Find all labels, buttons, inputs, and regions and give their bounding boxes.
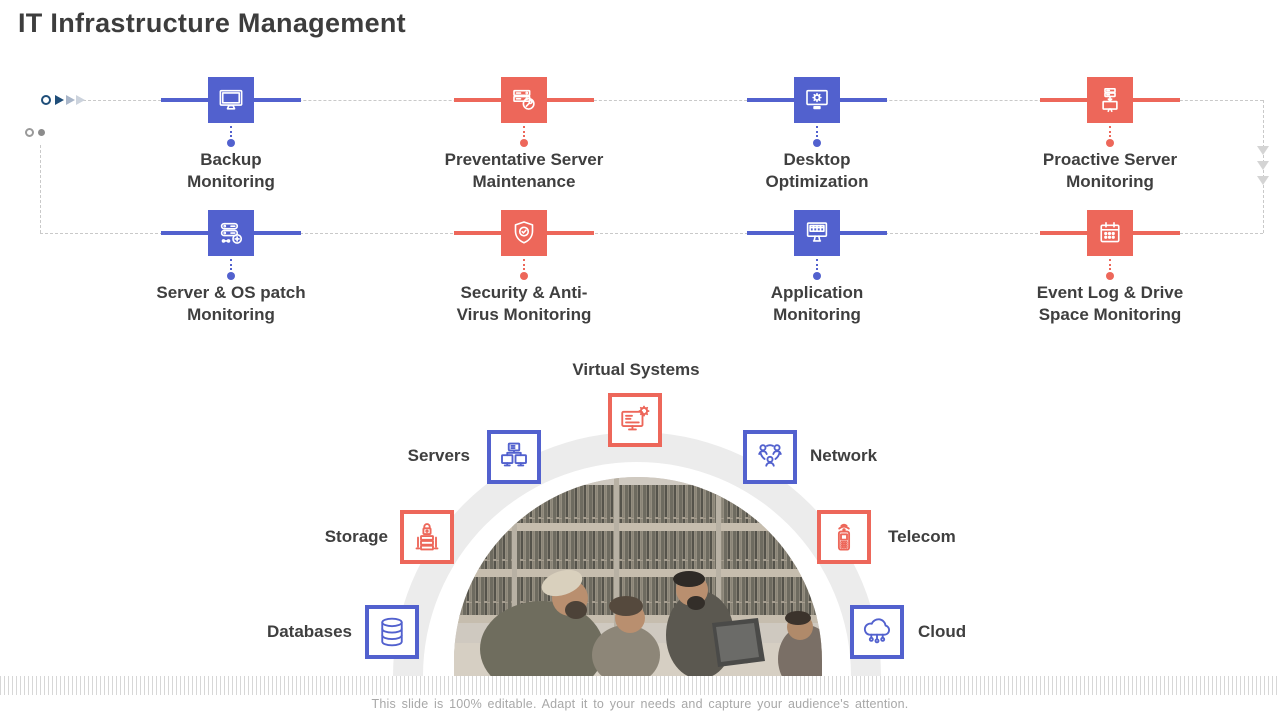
label-virtual-systems: Virtual Systems [572, 360, 700, 379]
server-download-icon [1087, 77, 1133, 123]
label-telecom: Telecom [888, 527, 956, 546]
label-line: Optimization [765, 172, 869, 192]
calendar-log-icon [1087, 210, 1133, 256]
down-arrow-icon [1257, 176, 1269, 185]
network-people-icon [743, 430, 797, 484]
down-arrow-icon [1257, 161, 1269, 170]
flow-arrow-icon [66, 95, 75, 105]
stem-dot [813, 272, 821, 280]
footer-note: This slide is 100% editable. Adapt it to… [371, 697, 909, 711]
monitor-gear-icon [794, 77, 840, 123]
label-line: Event Log & Drive [1036, 283, 1184, 302]
servers-icon [487, 430, 541, 484]
arc-ring [393, 432, 881, 676]
label-network: Network [810, 446, 878, 465]
stem-connector [816, 126, 818, 137]
database-icon [365, 605, 419, 659]
server-wrench-icon [501, 77, 547, 123]
label-storage: Storage [324, 527, 388, 546]
mobile-phone-icon [817, 510, 871, 564]
monitoring-item-security-antivirus: Security & Anti- Virus Monitoring [414, 210, 634, 335]
barcode-divider [0, 676, 1280, 695]
label-line: Security & Anti- [460, 283, 588, 302]
stem-dot [227, 272, 235, 280]
flow-arrow-icon [76, 95, 85, 105]
label-line: Monitoring [187, 172, 275, 192]
label-cloud: Cloud [918, 622, 967, 641]
stem-connector [523, 126, 525, 137]
dashed-connector-left [40, 145, 41, 233]
label-line: Application [770, 283, 864, 302]
stem-connector [816, 259, 818, 270]
label-line: Monitoring [187, 305, 275, 325]
item-label: Security & Anti- Virus Monitoring [414, 282, 634, 327]
server-plus-icon [208, 210, 254, 256]
stem-connector [230, 126, 232, 137]
label-servers: Servers [407, 446, 470, 465]
stem-connector [1109, 259, 1111, 270]
stem-dot [227, 139, 235, 147]
stem-dot [813, 139, 821, 147]
label-line: Proactive Server [1042, 150, 1178, 169]
down-arrow-icon [1257, 146, 1269, 155]
dashed-connector-row2 [40, 233, 1263, 234]
stem-dot [1106, 139, 1114, 147]
label-line: Space Monitoring [1038, 305, 1182, 325]
label-line: Server & OS patch [156, 283, 306, 302]
monitor-icon [208, 77, 254, 123]
label-line: Backup [200, 150, 262, 169]
start-circle-marker [41, 95, 51, 105]
virtual-systems-icon [608, 393, 662, 447]
label-line: Preventative Server [444, 150, 604, 169]
row2-circle-marker [25, 128, 34, 137]
stem-connector [523, 259, 525, 270]
label-line: Virus Monitoring [456, 305, 592, 325]
stem-dot [520, 139, 528, 147]
label-line: Monitoring [1066, 172, 1154, 192]
cloud-network-icon [850, 605, 904, 659]
label-databases: Databases [266, 622, 352, 641]
row2-dot-marker [38, 129, 45, 136]
label-line: Desktop [783, 150, 851, 169]
label-line: Monitoring [773, 305, 861, 325]
storage-lock-icon [400, 510, 454, 564]
page-title: IT Infrastructure Management [18, 8, 406, 38]
dashed-connector-row1 [78, 100, 1263, 101]
flow-arrow-icon [55, 95, 64, 105]
label-line: Maintenance [472, 172, 576, 192]
stem-connector [1109, 126, 1111, 137]
stem-dot [520, 272, 528, 280]
monitor-apps-icon [794, 210, 840, 256]
shield-check-icon [501, 210, 547, 256]
stem-connector [230, 259, 232, 270]
stem-dot [1106, 272, 1114, 280]
